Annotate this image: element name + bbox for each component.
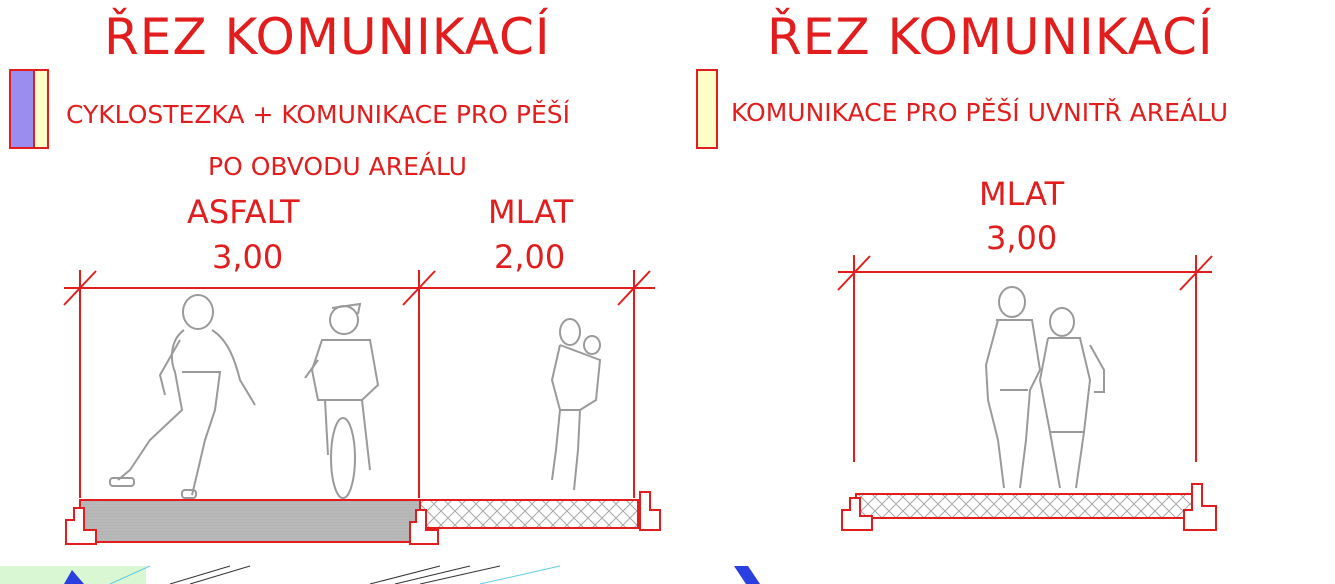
- right-segment-width-mlat: 3,00: [986, 219, 1058, 257]
- right-segment-label-mlat: MLAT: [979, 175, 1065, 213]
- left-legend-line2: PO OBVODU AREÁLU: [208, 152, 467, 181]
- figure-walking-couple: [984, 286, 1105, 489]
- left-legend-line1: CYKLOSTEZKA + KOMUNIKACE PRO PĚŠÍ: [66, 100, 571, 129]
- figure-inline-skater: [109, 294, 256, 499]
- left-title: ŘEZ KOMUNIKACÍ: [104, 8, 551, 66]
- right-ground-section: [841, 483, 1217, 531]
- figure-mother-child: [550, 318, 602, 491]
- left-segment-width-mlat: 2,00: [494, 238, 566, 276]
- legend-swatch-cyclepath: [9, 69, 49, 149]
- right-title: ŘEZ KOMUNIKACÍ: [767, 8, 1214, 66]
- legend-swatch-pedestrian: [696, 69, 718, 149]
- left-segment-width-asfalt: 3,00: [212, 238, 284, 276]
- right-dimension-line: [837, 255, 1213, 462]
- figure-cyclist: [304, 302, 380, 499]
- left-segment-label-mlat: MLAT: [488, 193, 574, 231]
- right-legend-line1: KOMUNIKACE PRO PĚŠÍ UVNITŘ AREÁLU: [731, 98, 1229, 127]
- left-segment-label-asfalt: ASFALT: [187, 193, 300, 231]
- left-dimension-line: [63, 270, 655, 498]
- map-fragment-strip: [0, 565, 760, 584]
- left-ground-section: [65, 491, 661, 545]
